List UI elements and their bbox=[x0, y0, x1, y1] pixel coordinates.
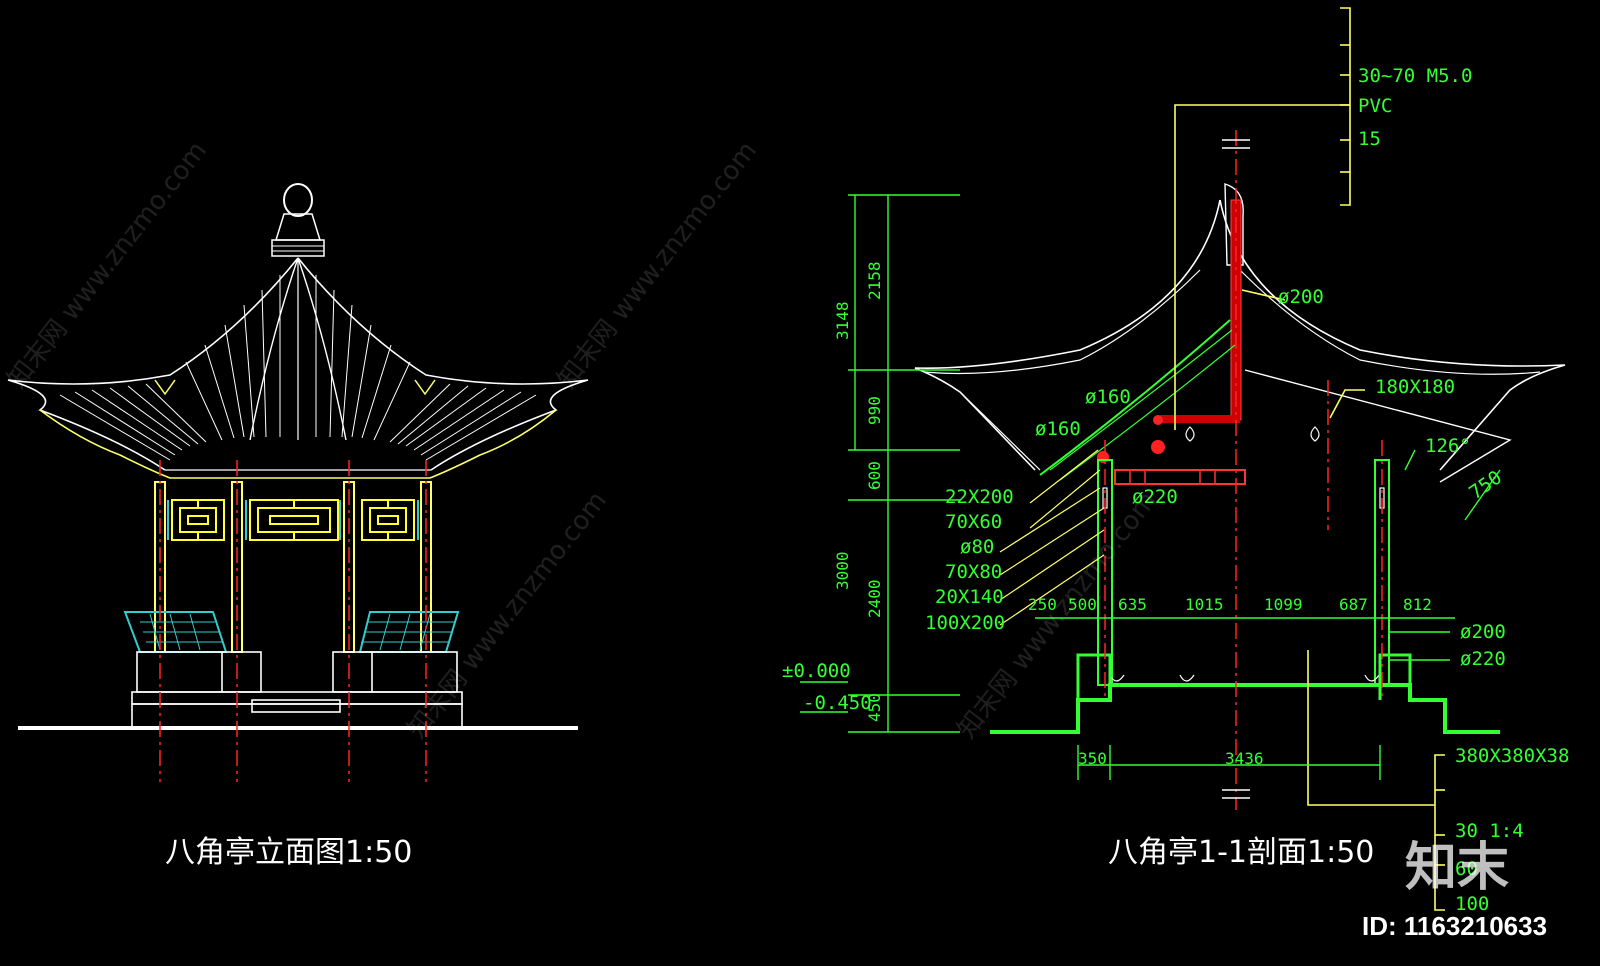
callout-label: 100X200 bbox=[925, 612, 1005, 634]
vertical-dim: 3148 bbox=[833, 301, 852, 340]
base-dim: 350 bbox=[1078, 749, 1107, 768]
horizontal-dim: 812 bbox=[1403, 595, 1432, 614]
horizontal-dim: 250 bbox=[1028, 595, 1057, 614]
callout-label: ø220 bbox=[1460, 648, 1506, 670]
pavilion-elevation bbox=[7, 183, 589, 782]
image-id-label: ID: 1163210633 bbox=[1362, 911, 1547, 941]
vertical-dim: 3000 bbox=[833, 551, 852, 590]
vertical-dim: 2400 bbox=[865, 579, 884, 618]
vertical-dim: 600 bbox=[865, 461, 884, 490]
callout-label: ø80 bbox=[960, 536, 994, 558]
layer-label: 30~70 M5.0 bbox=[1358, 65, 1472, 87]
member-label: ø220 bbox=[1132, 486, 1178, 508]
member-label: 126° bbox=[1425, 435, 1471, 457]
callout-label: ø200 bbox=[1460, 621, 1506, 643]
member-label: ø200 bbox=[1278, 286, 1324, 308]
vertical-dim: 450 bbox=[865, 693, 884, 722]
callout-label: 20X140 bbox=[935, 586, 1004, 608]
layer-label: 15 bbox=[1358, 128, 1381, 150]
member-label: ø160 bbox=[1085, 386, 1131, 408]
callout-label: 22X200 bbox=[945, 486, 1014, 508]
horizontal-dim: 1015 bbox=[1185, 595, 1224, 614]
callout-label: 70X60 bbox=[945, 511, 1002, 533]
vertical-dim: 2158 bbox=[865, 261, 884, 300]
pavilion-section bbox=[800, 7, 1566, 911]
watermark-group: 知末网 www.znzmo.com 知末网 www.znzmo.com 知末网 … bbox=[2, 136, 1163, 744]
foundation-label: 380X380X38 bbox=[1455, 745, 1569, 767]
callout-label: 70X80 bbox=[945, 561, 1002, 583]
horizontal-dim: 635 bbox=[1118, 595, 1147, 614]
member-label: 180X180 bbox=[1375, 376, 1455, 398]
horizontal-dim: 687 bbox=[1339, 595, 1368, 614]
base-dim: 3436 bbox=[1225, 749, 1264, 768]
section-title: 八角亭1-1剖面1:50 bbox=[1108, 835, 1374, 870]
member-label: 750 bbox=[1465, 466, 1506, 504]
foundation-label: 100 bbox=[1455, 893, 1489, 915]
watermark-text: 知末网 www.znzmo.com bbox=[552, 136, 763, 394]
foundation-label: 60 bbox=[1455, 858, 1478, 880]
brand-logo-text: 知末 bbox=[1405, 838, 1509, 898]
section-annotations: 30~70 M5.0 PVC 15 ø200 ø160 ø160 180X180… bbox=[782, 65, 1569, 915]
elevation-title: 八角亭立面图1:50 bbox=[165, 835, 412, 870]
watermark-text: 知末网 www.znzmo.com bbox=[2, 136, 213, 394]
layer-label: PVC bbox=[1358, 95, 1392, 117]
vertical-dim: 990 bbox=[865, 396, 884, 425]
level-label: -0.450 bbox=[803, 692, 872, 714]
member-label: ø160 bbox=[1035, 418, 1081, 440]
level-label: ±0.000 bbox=[782, 660, 851, 682]
horizontal-dim: 1099 bbox=[1264, 595, 1303, 614]
foundation-label: 30 1:4 bbox=[1455, 820, 1524, 842]
watermark-text: 知末网 www.znzmo.com bbox=[402, 486, 613, 744]
horizontal-dim: 500 bbox=[1068, 595, 1097, 614]
